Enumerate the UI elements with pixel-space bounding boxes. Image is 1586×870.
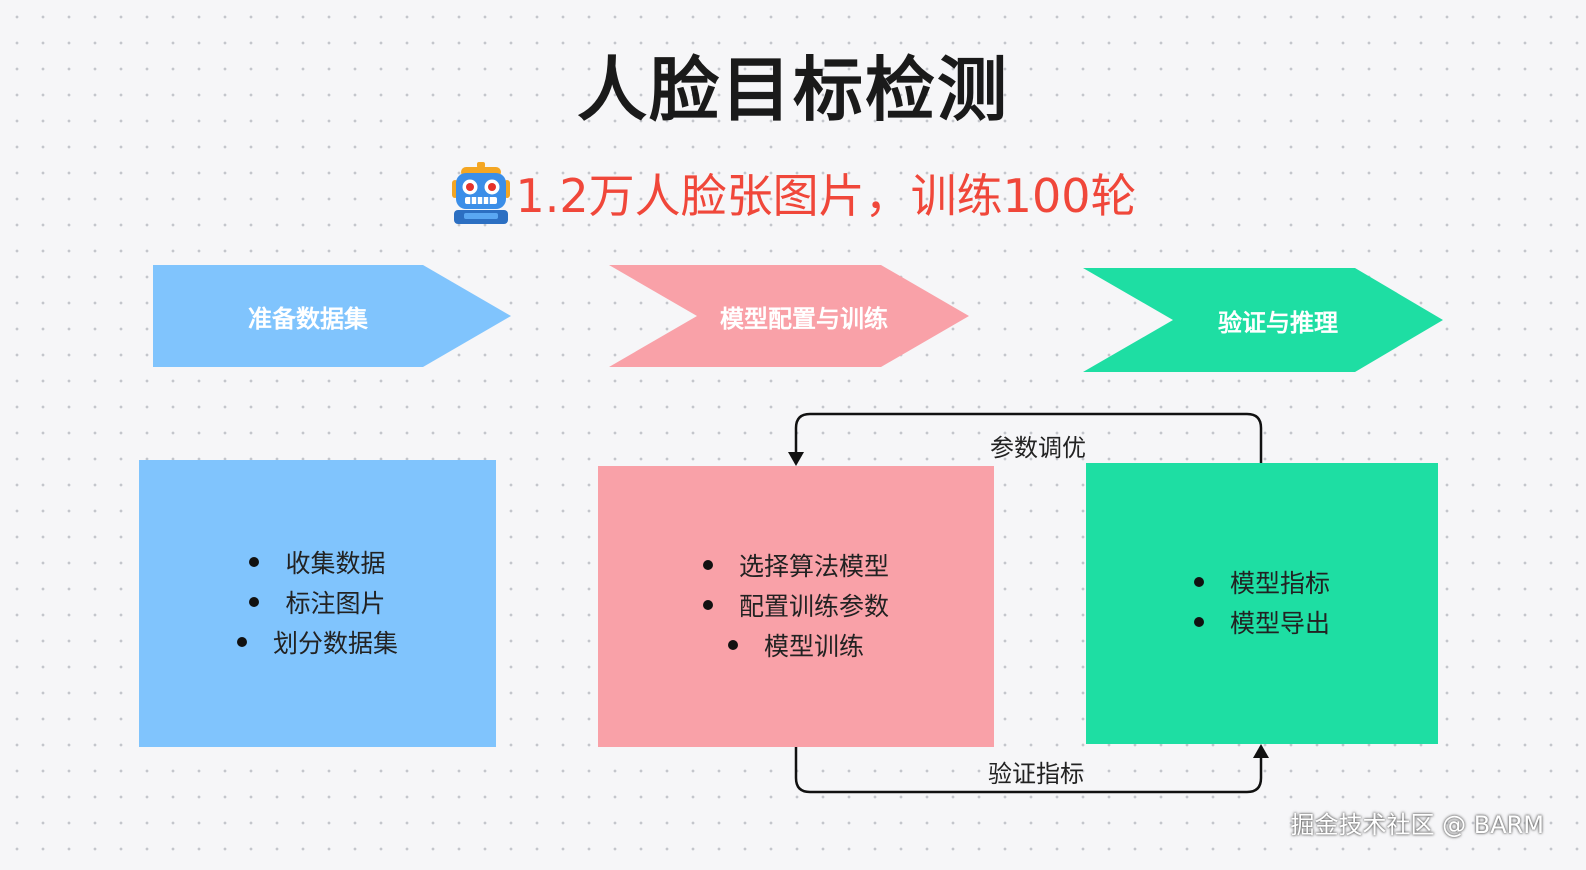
- stage-arrow-validation: 验证与推理: [1083, 268, 1445, 372]
- task-list: 收集数据 标注图片 划分数据集: [237, 544, 398, 664]
- list-item: 标注图片: [237, 584, 398, 624]
- diagram-title: 人脸目标检测: [577, 49, 1009, 131]
- stage-box-model-training: 选择算法模型 配置训练参数 模型训练: [598, 466, 994, 747]
- tuning-connector: [794, 412, 1263, 463]
- list-item: 收集数据: [237, 544, 398, 584]
- list-item: 划分数据集: [237, 624, 398, 664]
- stage-box-validation: 模型指标 模型导出: [1086, 463, 1438, 744]
- flow-label-tuning: 参数调优: [990, 434, 1086, 462]
- stage-label: 准备数据集: [248, 304, 368, 333]
- metrics-arrowhead: [1253, 744, 1269, 758]
- list-item: 选择算法模型: [703, 547, 889, 587]
- list-item: 模型指标: [1194, 564, 1330, 604]
- subtitle: 1.2万人脸张图片，训练100轮: [0, 158, 1586, 228]
- stage-arrow-model-training: 模型配置与训练: [609, 265, 971, 367]
- flow-label-metrics: 验证指标: [988, 760, 1084, 788]
- subtitle-text: 1.2万人脸张图片，训练100轮: [515, 169, 1137, 223]
- metrics-connector: [794, 747, 1263, 794]
- stage-box-prepare-dataset: 收集数据 标注图片 划分数据集: [139, 460, 496, 747]
- task-list: 模型指标 模型导出: [1194, 564, 1330, 644]
- list-item: 配置训练参数: [703, 587, 889, 627]
- task-list: 选择算法模型 配置训练参数 模型训练: [703, 547, 889, 667]
- watermark: 掘金技术社区 @ BARM: [1290, 811, 1544, 839]
- stage-label: 模型配置与训练: [720, 304, 888, 333]
- list-item: 模型训练: [703, 627, 889, 667]
- stage-arrow-prepare-dataset: 准备数据集: [153, 265, 513, 367]
- list-item: 模型导出: [1194, 604, 1330, 644]
- tuning-arrowhead: [788, 452, 804, 466]
- stage-label: 验证与推理: [1218, 308, 1338, 337]
- robot-icon: [451, 162, 510, 224]
